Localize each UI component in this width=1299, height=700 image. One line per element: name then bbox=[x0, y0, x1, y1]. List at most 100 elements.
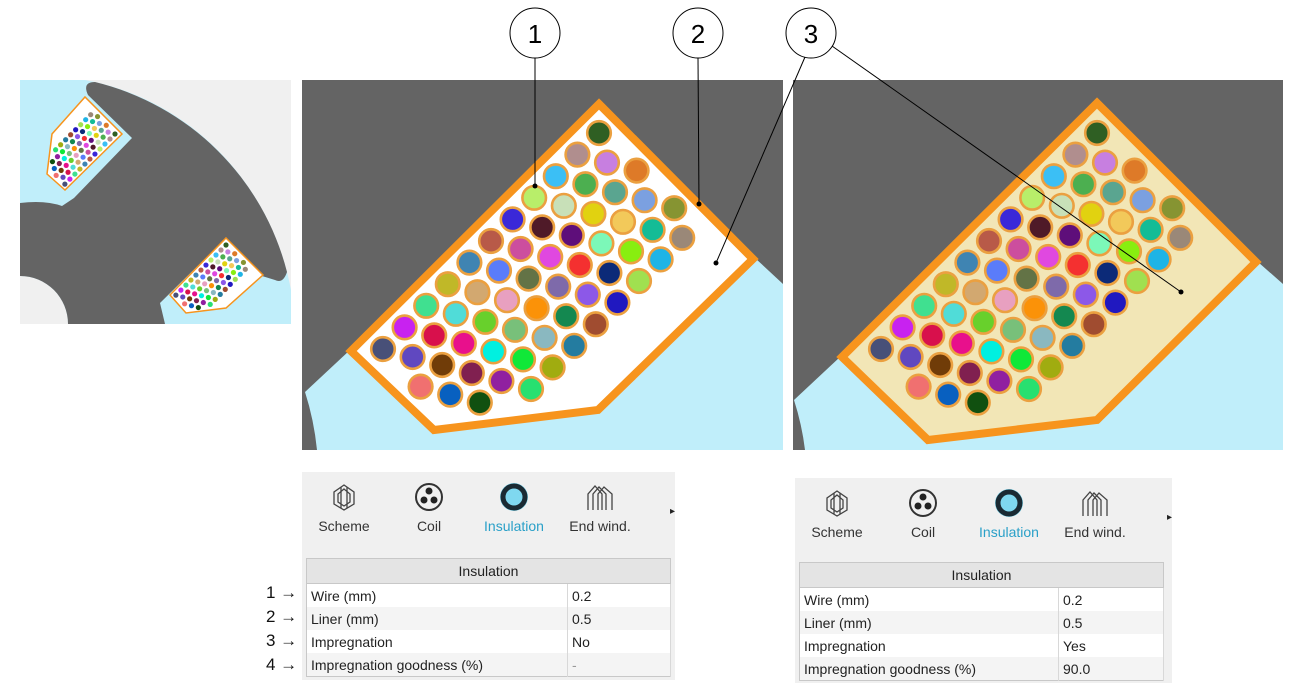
conductor bbox=[647, 246, 674, 273]
insulation-panel-left: Scheme Coil Insulation End wind. ▸ Insul… bbox=[302, 472, 675, 680]
conductor-group bbox=[867, 119, 1194, 416]
conductor bbox=[173, 292, 179, 298]
coil-icon bbox=[909, 489, 937, 517]
conductor bbox=[999, 316, 1027, 343]
conductor bbox=[1099, 179, 1127, 206]
conductor bbox=[1043, 273, 1070, 300]
row-marker-3: 3 → bbox=[266, 631, 298, 650]
tab-coil[interactable]: Coil bbox=[883, 488, 963, 540]
conductor bbox=[413, 292, 440, 319]
conductor bbox=[582, 311, 609, 338]
more-tabs-arrow[interactable]: ▸ bbox=[1166, 512, 1172, 523]
conductor bbox=[867, 335, 895, 363]
conductor bbox=[232, 251, 238, 257]
conductor bbox=[509, 346, 537, 373]
table-row: Liner (mm)0.5 bbox=[306, 607, 671, 630]
conductor bbox=[212, 271, 218, 277]
conductor bbox=[213, 252, 219, 258]
conductor bbox=[1129, 187, 1156, 214]
conductor bbox=[970, 308, 997, 335]
conductor bbox=[192, 291, 198, 297]
conductor bbox=[178, 287, 184, 293]
conductor bbox=[499, 206, 526, 233]
conductor bbox=[1123, 267, 1151, 295]
conductor bbox=[1121, 157, 1148, 184]
conductor bbox=[222, 286, 228, 292]
conductor bbox=[1086, 230, 1113, 257]
conductor bbox=[932, 271, 959, 298]
conductor bbox=[208, 257, 214, 263]
conductor bbox=[493, 287, 521, 314]
conductor bbox=[550, 192, 577, 219]
conductor bbox=[558, 222, 585, 249]
tab-insulation[interactable]: Insulation bbox=[969, 488, 1049, 540]
conductor bbox=[617, 238, 645, 265]
conductor bbox=[442, 300, 469, 327]
table-row: Impregnation goodness (%)- bbox=[306, 653, 671, 677]
conductor bbox=[180, 294, 186, 300]
conductor bbox=[631, 187, 658, 214]
conductor bbox=[242, 266, 248, 272]
conductor bbox=[991, 287, 1019, 314]
conductor bbox=[515, 265, 542, 292]
conductor bbox=[1107, 208, 1135, 235]
conductor bbox=[639, 216, 666, 243]
conductor bbox=[215, 284, 221, 291]
conductor bbox=[1145, 246, 1172, 273]
conductor bbox=[537, 243, 564, 271]
conductor bbox=[1072, 281, 1099, 308]
insulation-icon bbox=[995, 489, 1023, 517]
conductor bbox=[227, 256, 233, 262]
conductor bbox=[429, 351, 456, 379]
conductor bbox=[529, 214, 556, 241]
conductor bbox=[218, 247, 224, 253]
conductor bbox=[212, 296, 218, 302]
tab-coil[interactable]: Coil bbox=[389, 482, 469, 534]
conductor bbox=[222, 261, 228, 267]
scheme-icon bbox=[826, 490, 848, 517]
tab-end-winding[interactable]: End wind. bbox=[560, 482, 640, 534]
table-row: Wire (mm)0.2 bbox=[799, 587, 1164, 611]
conductor bbox=[195, 304, 201, 311]
conductor bbox=[1013, 265, 1040, 292]
conductor bbox=[223, 242, 229, 248]
more-tabs-arrow[interactable]: ▸ bbox=[669, 506, 675, 517]
tab-bar: Scheme Coil Insulation End wind. ▸ bbox=[795, 478, 1172, 558]
conductor bbox=[200, 274, 206, 280]
tab-end-winding[interactable]: End wind. bbox=[1055, 488, 1135, 540]
conductor bbox=[905, 373, 932, 400]
conductor bbox=[588, 230, 615, 257]
conductor bbox=[564, 141, 591, 168]
conductor bbox=[542, 163, 569, 190]
row-marker-2: 2 → bbox=[266, 607, 298, 626]
slot-view-liner bbox=[302, 80, 783, 450]
conductor bbox=[531, 324, 558, 351]
conductor bbox=[434, 271, 461, 298]
callout-3: 3 bbox=[804, 19, 818, 49]
conductor bbox=[210, 264, 216, 270]
tab-scheme[interactable]: Scheme bbox=[304, 482, 384, 534]
tab-insulation[interactable]: Insulation bbox=[474, 482, 554, 534]
conductor bbox=[593, 149, 621, 176]
callouts bbox=[509, 7, 1182, 293]
conductor bbox=[1040, 163, 1067, 190]
conductor bbox=[1035, 243, 1062, 271]
conductor bbox=[669, 224, 696, 251]
tab-bar: Scheme Coil Insulation End wind. ▸ bbox=[302, 472, 675, 552]
conductor bbox=[623, 157, 650, 184]
conductor bbox=[1078, 200, 1105, 227]
conductor bbox=[198, 267, 204, 273]
conductor bbox=[485, 257, 513, 284]
conductor bbox=[207, 301, 213, 307]
conductor bbox=[437, 381, 464, 408]
conductor bbox=[240, 259, 247, 266]
conductor bbox=[501, 316, 529, 343]
coil-icon bbox=[415, 483, 443, 511]
conductor bbox=[407, 373, 434, 400]
conductor bbox=[228, 263, 235, 269]
conductor bbox=[889, 314, 916, 341]
conductor bbox=[561, 332, 588, 359]
tab-scheme[interactable]: Scheme bbox=[797, 488, 877, 540]
conductor bbox=[399, 343, 426, 371]
conductor bbox=[1056, 222, 1083, 249]
